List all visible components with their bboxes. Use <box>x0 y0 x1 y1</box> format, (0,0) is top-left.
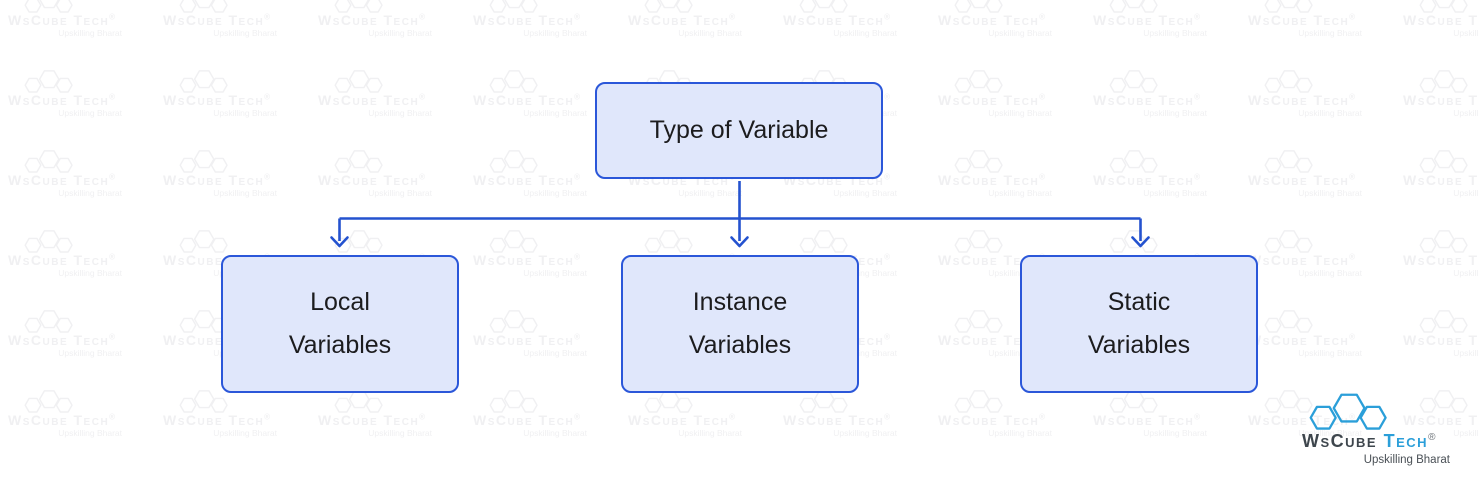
node-instance-variables: Instance Variables <box>621 255 859 393</box>
node-label-line: Instance <box>692 288 788 316</box>
watermark-tile: WsCube Tech®Upskilling Bharat <box>1403 306 1478 358</box>
watermark-tile: WsCube Tech®Upskilling Bharat <box>318 0 438 38</box>
watermark-tile: WsCube Tech®Upskilling Bharat <box>318 146 438 198</box>
logo-brand-primary: WsCube <box>1302 431 1378 451</box>
watermark-tile: WsCube Tech®Upskilling Bharat <box>938 0 1058 38</box>
logo-brand-secondary: Tech <box>1383 431 1429 451</box>
watermark-tile: WsCube Tech®Upskilling Bharat <box>163 386 283 438</box>
node-static-variables: Static Variables <box>1020 255 1258 393</box>
watermark-tile: WsCube Tech®Upskilling Bharat <box>318 66 438 118</box>
watermark-tile: WsCube Tech®Upskilling Bharat <box>1248 66 1368 118</box>
watermark-tile: WsCube Tech®Upskilling Bharat <box>938 146 1058 198</box>
watermark-tile: WsCube Tech®Upskilling Bharat <box>938 386 1058 438</box>
watermark-tile: WsCube Tech®Upskilling Bharat <box>938 66 1058 118</box>
watermark-tile: WsCube Tech®Upskilling Bharat <box>163 0 283 38</box>
watermark-tile: WsCube Tech®Upskilling Bharat <box>1248 306 1368 358</box>
arrowhead-left-icon <box>330 236 349 248</box>
watermark-tile: WsCube Tech®Upskilling Bharat <box>163 66 283 118</box>
watermark-tile: WsCube Tech®Upskilling Bharat <box>473 66 593 118</box>
watermark-tile: WsCube Tech®Upskilling Bharat <box>783 0 903 38</box>
logo-wordmark: WsCube Tech® <box>1302 431 1454 452</box>
watermark-tile: WsCube Tech®Upskilling Bharat <box>1248 0 1368 38</box>
hexagon-logo-icon <box>1309 393 1387 430</box>
node-label-line: Variables <box>688 331 792 359</box>
node-label-line: Local <box>310 288 370 316</box>
watermark-tile: WsCube Tech®Upskilling Bharat <box>1403 66 1478 118</box>
logo-tagline: Upskilling Bharat <box>1363 454 1450 466</box>
wscube-logo: WsCube Tech® Upskilling Bharat <box>1302 387 1454 466</box>
watermark-tile: WsCube Tech®Upskilling Bharat <box>1248 226 1368 278</box>
watermark-tile: WsCube Tech®Upskilling Bharat <box>1403 146 1478 198</box>
watermark-tile: WsCube Tech®Upskilling Bharat <box>8 146 128 198</box>
node-label-line: Static <box>1107 288 1171 316</box>
watermark-tile: WsCube Tech®Upskilling Bharat <box>473 226 593 278</box>
watermark-tile: WsCube Tech®Upskilling Bharat <box>473 306 593 358</box>
watermark-tile: WsCube Tech®Upskilling Bharat <box>8 226 128 278</box>
arrowhead-center-icon <box>730 236 749 248</box>
watermark-tile: WsCube Tech®Upskilling Bharat <box>1093 146 1213 198</box>
watermark-tile: WsCube Tech®Upskilling Bharat <box>1093 386 1213 438</box>
watermark-tile: WsCube Tech®Upskilling Bharat <box>8 306 128 358</box>
watermark-tile: WsCube Tech®Upskilling Bharat <box>1093 66 1213 118</box>
node-label-line: Variables <box>288 331 392 359</box>
watermark-tile: WsCube Tech®Upskilling Bharat <box>473 0 593 38</box>
watermark-tile: WsCube Tech®Upskilling Bharat <box>783 386 903 438</box>
watermark-tile: WsCube Tech®Upskilling Bharat <box>8 386 128 438</box>
watermark-tile: WsCube Tech®Upskilling Bharat <box>1093 0 1213 38</box>
watermark-tile: WsCube Tech®Upskilling Bharat <box>473 146 593 198</box>
registered-mark: ® <box>1428 432 1437 443</box>
watermark-tile: WsCube Tech®Upskilling Bharat <box>628 386 748 438</box>
node-local-variables: Local Variables <box>221 255 459 393</box>
node-label: Type of Variable <box>649 116 829 144</box>
watermark-tile: WsCube Tech®Upskilling Bharat <box>628 0 748 38</box>
node-label-line: Variables <box>1087 331 1191 359</box>
arrowhead-right-icon <box>1131 236 1150 248</box>
watermark-tile: WsCube Tech®Upskilling Bharat <box>1403 226 1478 278</box>
watermark-tile: WsCube Tech®Upskilling Bharat <box>318 386 438 438</box>
watermark-tile: WsCube Tech®Upskilling Bharat <box>8 66 128 118</box>
node-type-of-variable: Type of Variable <box>595 82 883 179</box>
watermark-tile: WsCube Tech®Upskilling Bharat <box>163 146 283 198</box>
watermark-tile: WsCube Tech®Upskilling Bharat <box>8 0 128 38</box>
watermark-tile: WsCube Tech®Upskilling Bharat <box>473 386 593 438</box>
watermark-tile: WsCube Tech®Upskilling Bharat <box>1403 0 1478 38</box>
watermark-tile: WsCube Tech®Upskilling Bharat <box>1248 146 1368 198</box>
